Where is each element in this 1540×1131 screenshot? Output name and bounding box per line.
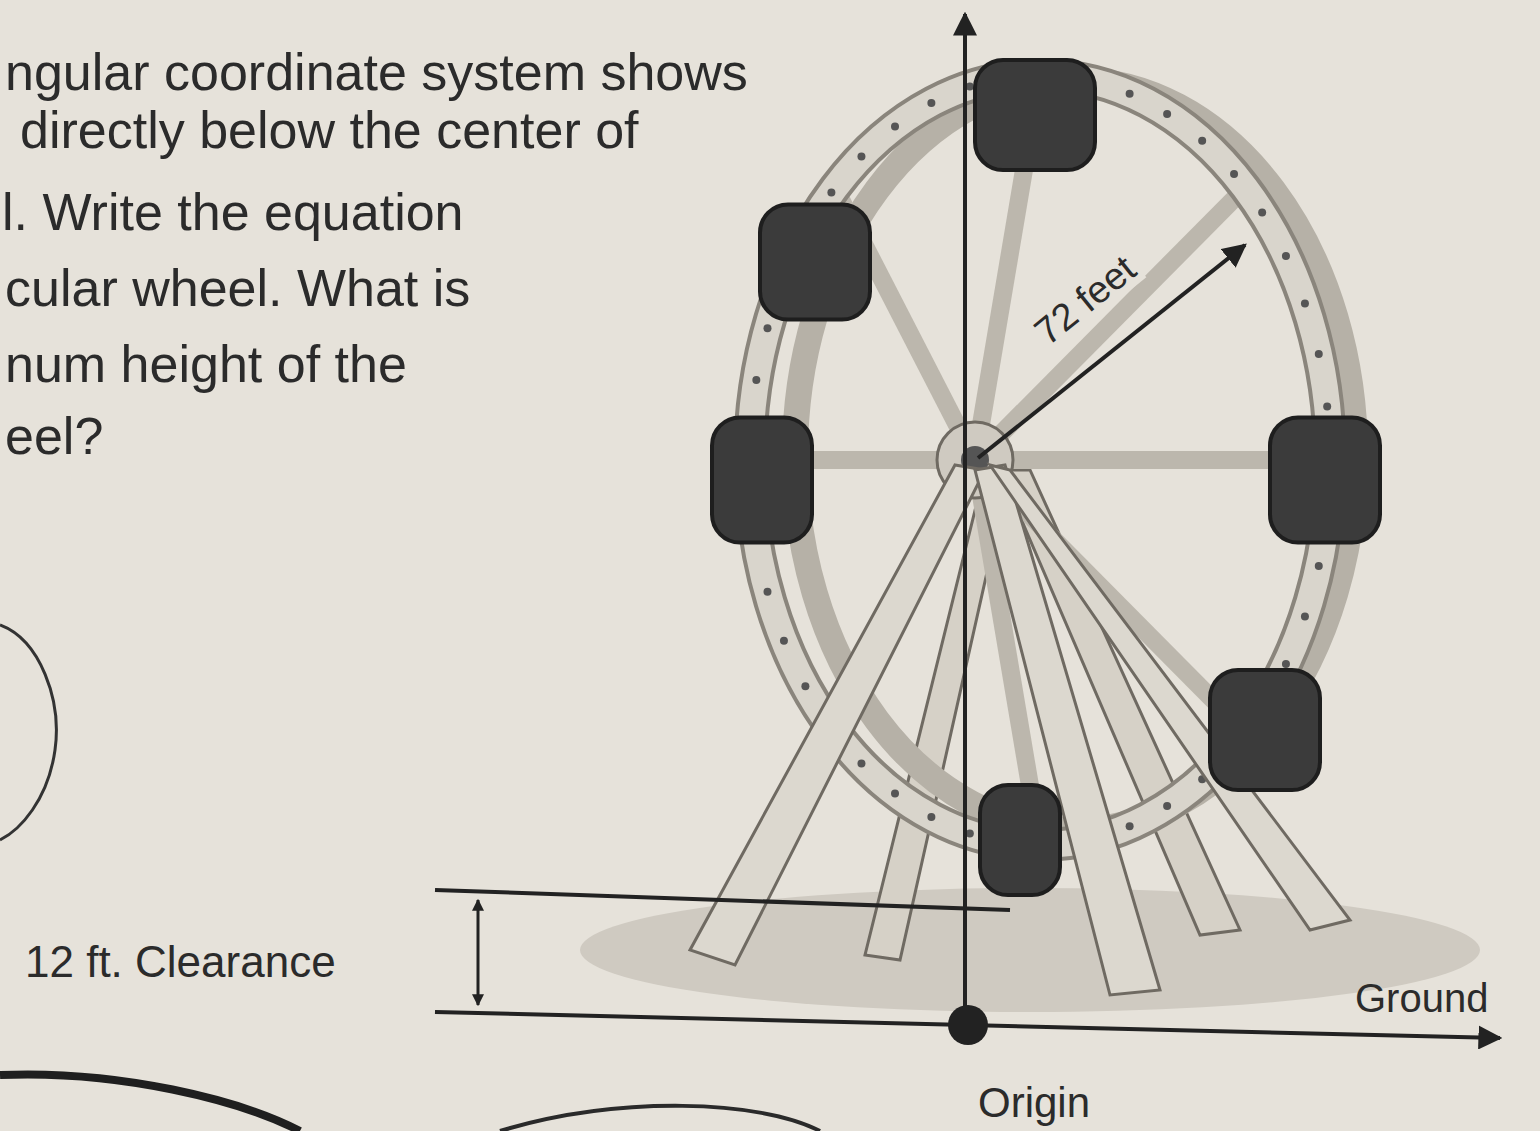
radius-arrow: [978, 245, 1245, 458]
gondolas: [712, 60, 1380, 895]
rim-light: [780, 637, 788, 645]
wheel-spoke: [975, 188, 1245, 460]
dimension-label: 72 feet: [1024, 245, 1147, 356]
rim-light: [1163, 802, 1171, 810]
rim-light: [1315, 562, 1323, 570]
rim-light: [966, 82, 974, 90]
clearance-line: [435, 890, 1010, 910]
problem-text: cular wheel. What is: [5, 262, 470, 314]
problem-text: num height of the: [5, 338, 407, 390]
rim-light: [1126, 822, 1134, 830]
rim-light: [1126, 90, 1134, 98]
rim-light: [827, 189, 835, 197]
rim-light: [891, 123, 899, 131]
axis-label: Ground: [1355, 978, 1488, 1018]
rim-light: [966, 830, 974, 838]
rim-light: [891, 789, 899, 797]
gondola: [980, 785, 1060, 895]
gondola: [975, 60, 1095, 170]
rim-light: [1282, 252, 1290, 260]
rim-light: [1323, 402, 1331, 410]
page-curve: [0, 1074, 300, 1131]
axis-label: Origin: [978, 1082, 1090, 1124]
support-legs: [690, 465, 1350, 995]
rim-light: [927, 813, 935, 821]
rim-light: [1301, 613, 1309, 621]
rim-light: [1315, 350, 1323, 358]
rim-light: [1163, 110, 1171, 118]
y-axis: [963, 14, 967, 1025]
problem-text: eel?: [5, 410, 103, 462]
rim-light: [763, 324, 771, 332]
dimension-label: 12 ft. Clearance: [25, 940, 336, 984]
gondola: [1270, 418, 1380, 543]
gondola: [712, 418, 812, 543]
rim-light: [857, 759, 865, 767]
gondola: [1210, 670, 1320, 790]
page-curve: [500, 1106, 820, 1131]
problem-text: ngular coordinate system shows: [5, 46, 748, 98]
problem-text: l. Write the equation: [2, 186, 464, 238]
rim-light: [752, 376, 760, 384]
problem-text: directly below the center of: [20, 104, 639, 156]
rim-light: [1282, 660, 1290, 668]
rim-light: [801, 682, 809, 690]
rim-light: [1301, 299, 1309, 307]
rim-light: [1258, 209, 1266, 217]
rim-light: [927, 99, 935, 107]
dimension-arrow: [477, 900, 480, 1005]
gondola: [760, 205, 870, 320]
rim-light: [1230, 170, 1238, 178]
rim-light: [1198, 137, 1206, 145]
rim-light: [857, 153, 865, 161]
partial-circle: [0, 625, 56, 840]
origin-point: [948, 1005, 988, 1045]
rim-light: [763, 588, 771, 596]
